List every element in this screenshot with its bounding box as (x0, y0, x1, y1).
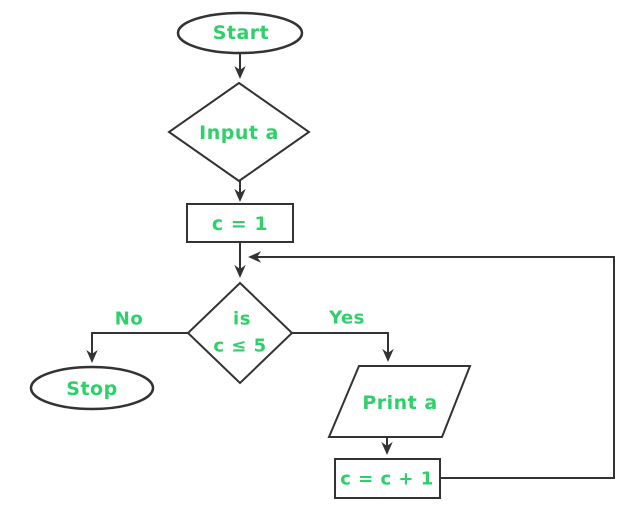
print-label: Print a (362, 392, 437, 414)
no-branch-label: No (115, 309, 143, 330)
increment-process-shape (334, 458, 441, 499)
yes-branch-label: Yes (328, 308, 365, 329)
print-parallelogram-shape (327, 365, 472, 438)
input-decision-shape (167, 81, 311, 183)
arrow-loop-back (248, 251, 615, 479)
condition-label-line1: is (233, 309, 251, 330)
condition-decision-shape (186, 281, 294, 385)
stop-terminator-shape (29, 365, 155, 411)
increment-label: c = c + 1 (340, 469, 434, 490)
stop-label: Stop (66, 378, 117, 400)
init-label: c = 1 (212, 213, 268, 235)
arrow-yes-branch (292, 332, 394, 362)
arrow-no-branch (86, 332, 188, 363)
input-label: Input a (199, 122, 279, 144)
start-label: Start (213, 22, 270, 44)
condition-label-line2: c ≤ 5 (213, 336, 266, 357)
init-process-shape (186, 203, 294, 243)
start-terminator-shape (176, 11, 304, 55)
